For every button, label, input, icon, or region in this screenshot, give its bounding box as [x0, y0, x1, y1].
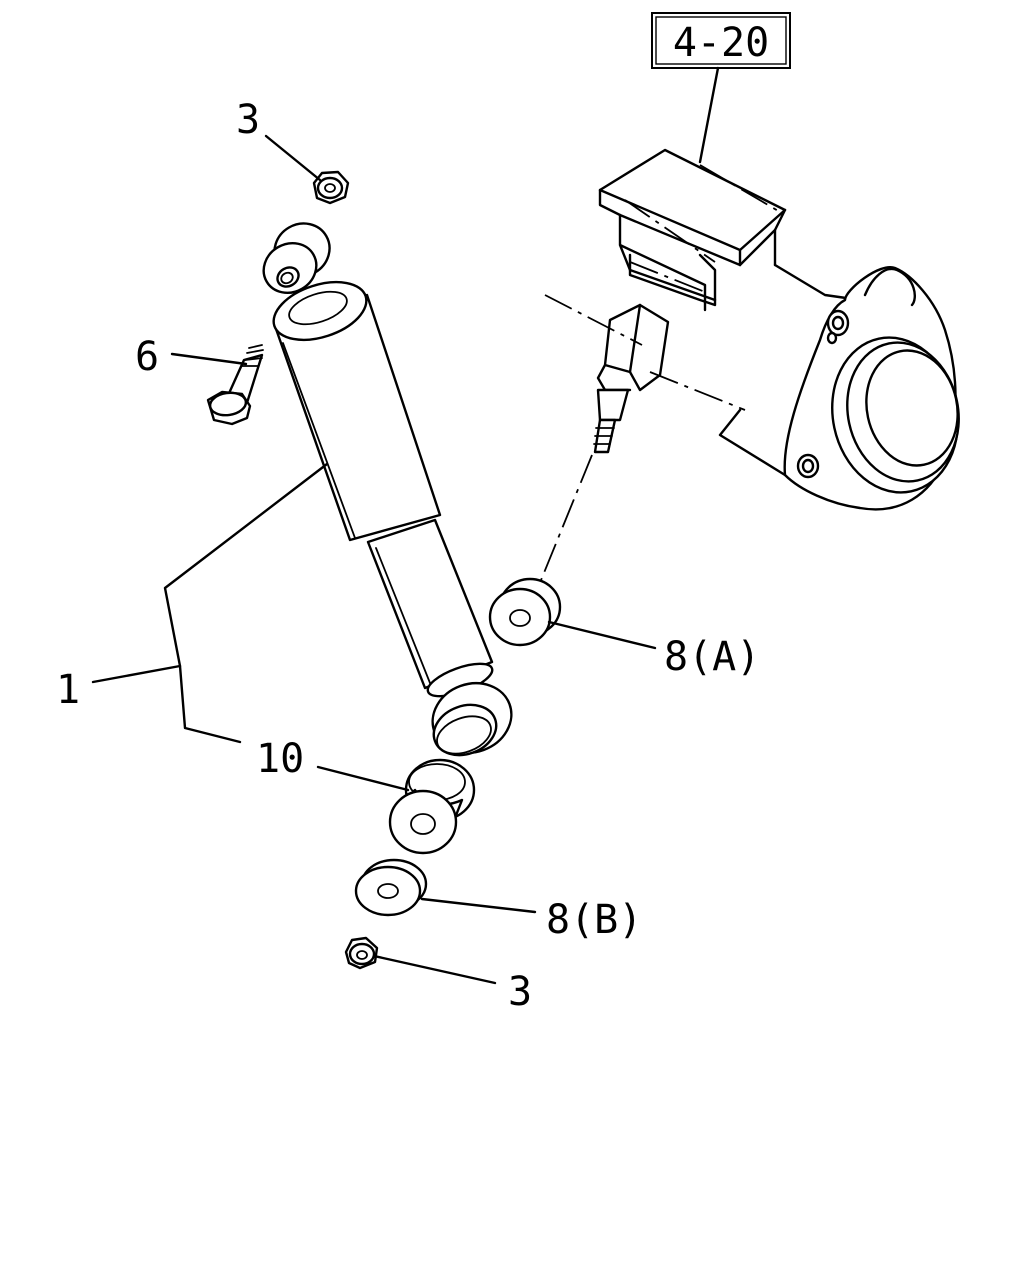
callout-bushing: 10 — [256, 736, 304, 782]
flange-hole-bottom-inner — [801, 458, 815, 474]
mount-stud-thread-lines — [593, 427, 615, 445]
leader-nut-bottom — [372, 954, 497, 985]
flange-hole-top-inner — [831, 315, 845, 331]
washer-b-front — [354, 865, 422, 917]
leader-washer-a — [547, 620, 657, 650]
axle-housing — [593, 148, 960, 511]
leader-washer-b — [420, 897, 537, 914]
bracket-web — [628, 228, 777, 307]
center-line-upper — [624, 199, 716, 263]
bracket-top-plate — [598, 148, 787, 252]
reference-box[interactable]: 4-20 — [651, 12, 791, 69]
flange-lug — [863, 267, 916, 307]
washer-b-hole — [377, 883, 399, 899]
center-line-axle — [544, 294, 643, 346]
nut-top-hole — [324, 183, 336, 193]
bushing-front — [388, 789, 458, 855]
washer-a[interactable] — [488, 577, 562, 647]
callout-washer-a: 8(A) — [664, 634, 760, 680]
callout-shock-absorber: 1 — [56, 667, 80, 713]
bolt[interactable] — [206, 344, 264, 426]
hub-cap — [865, 349, 959, 467]
callout-washer-b: 8(B) — [546, 897, 642, 943]
shock-absorber[interactable] — [255, 213, 522, 763]
center-line-housing — [649, 371, 746, 411]
leader-shock — [91, 664, 182, 684]
nut-bottom[interactable] — [344, 936, 379, 970]
shock-cylinder — [366, 518, 494, 690]
reference-label: 4-20 — [673, 20, 769, 66]
center-line-bracket — [699, 164, 781, 213]
callout-nut-top: 3 — [236, 97, 260, 143]
reference-leader — [698, 66, 720, 164]
shock-body-top-rim — [288, 290, 348, 326]
callout-bolt: 6 — [135, 334, 159, 380]
nut-top-face — [316, 176, 344, 200]
mount-stud — [596, 388, 630, 422]
nut-top[interactable] — [312, 170, 350, 205]
bushing-hole — [410, 813, 436, 835]
upper-eye-hole-inner — [280, 271, 294, 285]
nut-bottom-face — [348, 942, 376, 966]
washer-b[interactable] — [354, 858, 428, 917]
leader-bushing — [316, 765, 410, 792]
flange-hole-mid — [826, 331, 838, 345]
shock-body-shade — [282, 342, 356, 539]
center-line-stud — [536, 454, 593, 591]
shock-body-top — [272, 280, 368, 342]
bushing[interactable] — [388, 758, 476, 855]
washer-a-front — [488, 587, 552, 647]
shock-cylinder-shade — [375, 547, 433, 689]
callout-nut-bottom: 3 — [508, 969, 532, 1015]
center-line-bracket-side — [629, 261, 706, 293]
leader-nut-top — [264, 134, 322, 182]
mount-bracket — [628, 303, 670, 392]
nut-bottom-hole — [356, 950, 368, 960]
bolt-head-face — [208, 391, 248, 417]
leader-shock-bracket — [163, 462, 329, 744]
bolt-thread — [241, 344, 264, 367]
washer-a-hole — [509, 609, 531, 627]
leader-bolt — [170, 352, 248, 366]
lower-eye-bore — [436, 715, 492, 755]
housing-edge-lower — [718, 408, 787, 477]
